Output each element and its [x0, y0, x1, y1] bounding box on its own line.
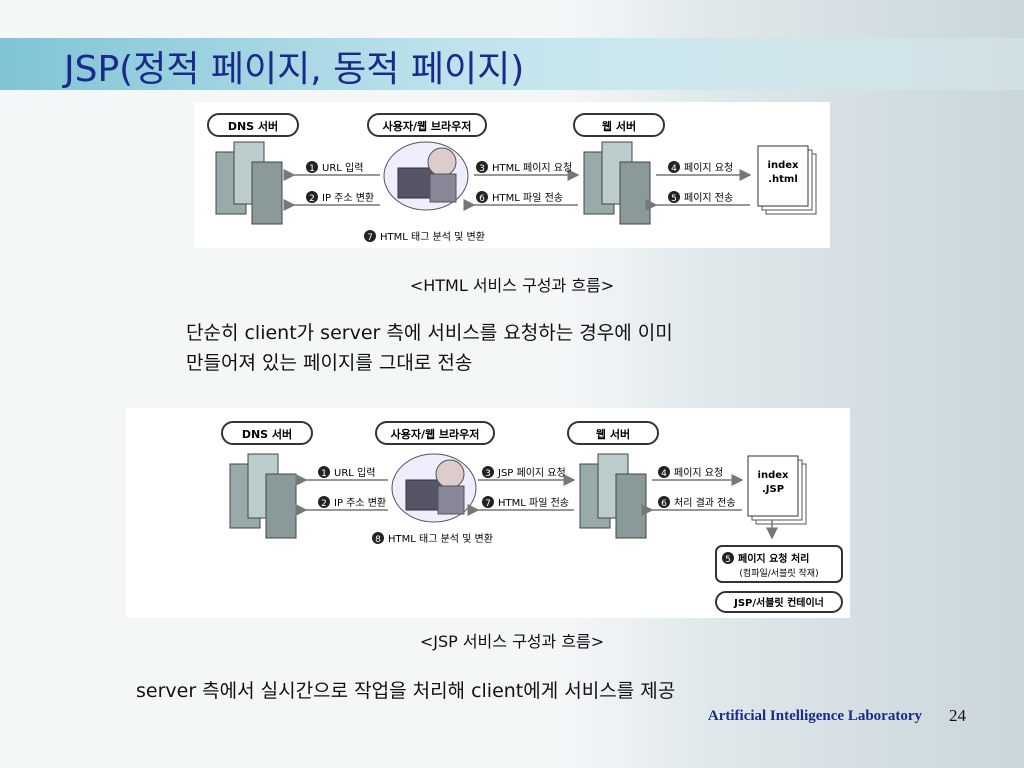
step-5-sublabel: (컴파일/서블릿 작재) — [739, 567, 818, 579]
step-6-label: HTML 파일 전송 — [492, 192, 563, 204]
step-number: 7 — [367, 233, 373, 243]
file-name-line1: index — [758, 470, 789, 481]
document-icon: index .html — [757, 145, 817, 215]
step-number: 2 — [309, 194, 315, 204]
step-number: 5 — [671, 194, 677, 204]
description-dynamic: server 측에서 실시간으로 작업을 처리해 client에게 서비스를 제… — [136, 680, 676, 702]
step-number: 1 — [309, 164, 315, 174]
step-7-label: HTML 파일 전송 — [498, 497, 569, 509]
step-number: 4 — [671, 164, 677, 174]
step-number: 3 — [479, 164, 485, 174]
step-number: 5 — [725, 555, 731, 565]
dns-server-icon — [229, 453, 297, 539]
document-icon: index .JSP — [747, 455, 807, 525]
step-5-label: 페이지 요청 처리 — [738, 552, 809, 565]
step-number: 6 — [661, 499, 667, 509]
title-bar — [0, 38, 1024, 90]
step-number: 8 — [375, 535, 381, 545]
user-label: 사용자/웹 브라우저 — [383, 119, 472, 133]
step-3-label: JSP 페이지 요청 — [497, 467, 566, 479]
step-number: 1 — [321, 469, 327, 479]
step-1-label: URL 입력 — [334, 466, 375, 479]
web-label: 웹 서버 — [596, 427, 630, 441]
step-8-label: HTML 태그 분석 및 변환 — [388, 533, 493, 545]
step-number: 7 — [485, 499, 491, 509]
step-3-label: HTML 페이지 요청 — [492, 162, 572, 174]
page-number: 24 — [949, 706, 966, 725]
step-number: 3 — [485, 469, 491, 479]
user-computer-icon — [391, 453, 477, 523]
caption-jsp: <JSP 서비스 구성과 흐름> — [419, 632, 605, 651]
step-number: 6 — [479, 194, 485, 204]
dns-label-box — [207, 113, 299, 137]
html-service-diagram: DNS 서버 사용자/웹 브라우저 웹 서버 index — [194, 102, 830, 248]
step-2-label: IP 주소 변환 — [334, 497, 386, 509]
description-static-line1: 단순히 client가 server 측에 서비스를 요청하는 경우에 이미 — [186, 322, 673, 344]
page-processing-box: 5 페이지 요청 처리 (컴파일/서블릿 작재) — [715, 545, 843, 583]
web-server-icon — [579, 453, 647, 539]
file-name-line2: .JSP — [762, 484, 784, 495]
step-2-label: IP 주소 변환 — [322, 192, 374, 204]
web-label: 웹 서버 — [602, 119, 636, 133]
container-label-box — [715, 591, 843, 613]
dns-label: DNS 서버 — [242, 427, 292, 441]
web-server-icon — [583, 141, 651, 225]
web-label-box — [573, 113, 665, 137]
dns-label: DNS 서버 — [228, 119, 278, 133]
step-6-label: 처리 결과 전송 — [674, 497, 736, 509]
slide-title: JSP(정적 페이지, 동적 페이지) — [64, 49, 525, 90]
step-1-label: URL 입력 — [322, 161, 363, 174]
user-label: 사용자/웹 브라우저 — [391, 427, 480, 441]
step-7-label: HTML 태그 분석 및 변환 — [380, 231, 485, 243]
description-static-line2: 만들어져 있는 페이지를 그대로 전송 — [186, 352, 473, 374]
file-name-line2: .html — [768, 174, 798, 185]
step-5-label: 페이지 전송 — [684, 192, 733, 204]
file-name-line1: index — [768, 160, 799, 171]
step-4-label: 페이지 요청 — [674, 467, 723, 479]
container-label: JSP/서블릿 컨테이너 — [733, 596, 824, 609]
description-static: 단순히 client가 server 측에 서비스를 요청하는 경우에 이미 만… — [186, 318, 673, 378]
caption-html: <HTML 서비스 구성과 흐름> — [409, 276, 615, 295]
step-4-label: 페이지 요청 — [684, 162, 733, 174]
user-computer-icon — [383, 141, 469, 211]
step-number: 2 — [321, 499, 327, 509]
jsp-service-diagram: DNS 서버 사용자/웹 브라우저 웹 서버 index .JSP — [126, 408, 850, 618]
footer-lab-name: Artificial Intelligence Laboratory — [707, 708, 922, 724]
step-number: 4 — [661, 469, 667, 479]
user-label-box — [367, 113, 487, 137]
dns-server-icon — [215, 141, 283, 225]
